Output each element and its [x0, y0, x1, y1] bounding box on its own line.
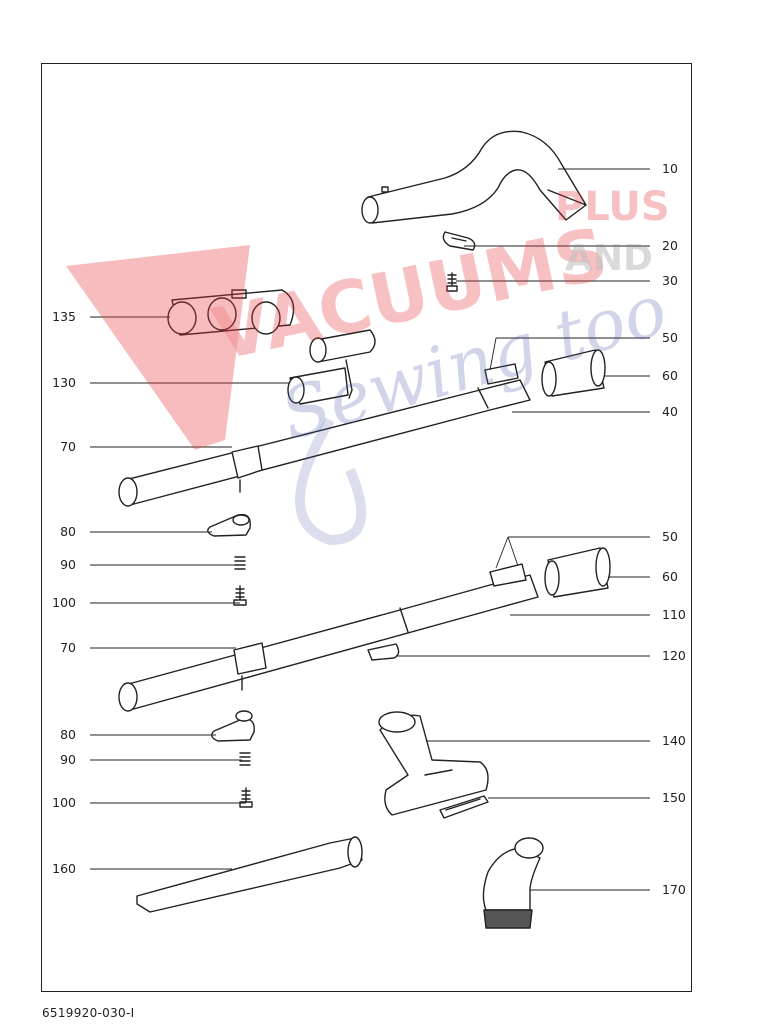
part-135-holder [167, 289, 295, 336]
callout-160: 160 [52, 861, 76, 876]
part-100-screw-lower [239, 787, 253, 808]
part-60-coupler-lower [544, 547, 611, 598]
part-80-latch-lower [211, 710, 255, 742]
part-140-upholstery-tool [378, 711, 489, 816]
part-40-wand [118, 363, 531, 507]
callout-100-upper: 100 [52, 595, 76, 610]
callout-100-lower: 100 [52, 795, 76, 810]
callout-90-lower: 90 [60, 752, 76, 767]
leader-lines [90, 168, 650, 891]
callout-60-upper: 60 [662, 368, 678, 383]
callout-135: 135 [52, 309, 76, 324]
part-90-spring-upper [234, 556, 246, 570]
part-90-spring-lower [239, 752, 251, 766]
callout-120: 120 [662, 648, 686, 663]
callout-90-upper: 90 [60, 557, 76, 572]
callout-50-lower: 50 [662, 529, 678, 544]
callout-170: 170 [662, 882, 686, 897]
part-30-screw [446, 272, 458, 292]
part-80-latch-upper [207, 513, 251, 537]
diagram-frame [41, 63, 692, 992]
part-150-brush-strip [439, 795, 489, 819]
callout-60-lower: 60 [662, 569, 678, 584]
callout-150: 150 [662, 790, 686, 805]
part-10-handle [361, 130, 587, 224]
callout-80-lower: 80 [60, 727, 76, 742]
callout-10: 10 [662, 161, 678, 176]
callout-140: 140 [662, 733, 686, 748]
callout-110: 110 [662, 607, 686, 622]
part-130-clip-tube [287, 329, 376, 405]
part-20-clip [442, 231, 476, 251]
part-100-screw-upper [233, 585, 247, 606]
document-id: 6519920-030-I [42, 1006, 135, 1020]
callout-50-upper: 50 [662, 330, 678, 345]
callout-30: 30 [662, 273, 678, 288]
part-110-wand [118, 563, 539, 712]
part-170-dusting-brush [482, 837, 544, 929]
callout-130: 130 [52, 375, 76, 390]
callout-80-upper: 80 [60, 524, 76, 539]
part-60-coupler-upper [541, 349, 606, 397]
callout-20: 20 [662, 238, 678, 253]
callout-70-lower: 70 [60, 640, 76, 655]
callout-70-upper: 70 [60, 439, 76, 454]
part-160-crevice-tool [136, 836, 363, 913]
callout-40: 40 [662, 404, 678, 419]
